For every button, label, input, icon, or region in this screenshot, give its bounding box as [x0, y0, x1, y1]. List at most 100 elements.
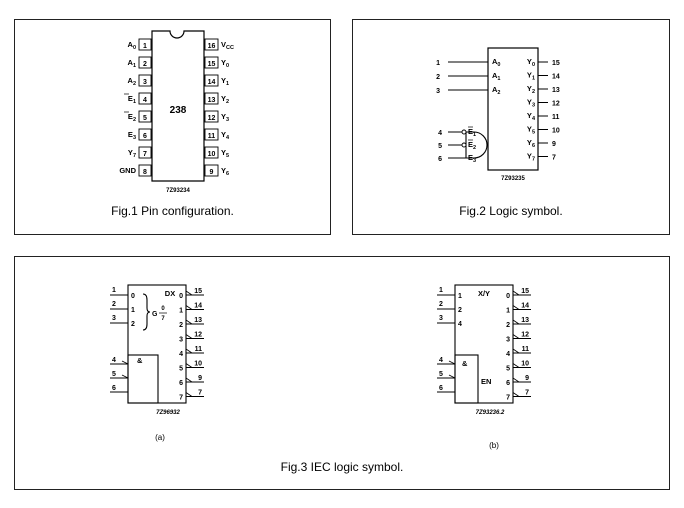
- pin-label: GND: [119, 166, 136, 175]
- inner-label: 2: [131, 321, 135, 328]
- pin-number: 2: [439, 301, 443, 308]
- enable-label: E3: [468, 153, 476, 164]
- pin-label: Y7: [128, 148, 136, 159]
- negation-triangle: [185, 290, 193, 296]
- pin-label: Y6: [221, 166, 229, 177]
- pin-number: 12: [552, 101, 560, 108]
- inner-label: 0: [506, 293, 510, 300]
- pin-number: 14: [521, 303, 529, 310]
- pin-label: Y3: [221, 112, 229, 123]
- pin-label: A0: [128, 40, 136, 51]
- pin-number: 1: [143, 43, 147, 50]
- pin-label: E3: [128, 130, 136, 141]
- pin-number: 12: [194, 332, 202, 339]
- fig3a-body: [127, 284, 187, 404]
- inner-label: 6: [179, 380, 183, 387]
- invert-bubble: [461, 142, 467, 148]
- pin-box: [138, 56, 152, 69]
- output-label: Y4: [527, 111, 536, 122]
- pin-label: Y1: [221, 76, 229, 87]
- pin-label: A2: [128, 76, 136, 87]
- pin-number: 10: [521, 361, 529, 368]
- pin-box: [138, 74, 152, 87]
- fig3b-and-label: &: [462, 359, 468, 368]
- output-label: Y3: [527, 98, 535, 109]
- fig3a-sublabel: (a): [155, 433, 165, 442]
- fig3a-code: 7Z96932: [156, 410, 180, 416]
- fig3b-sublabel: (b): [489, 441, 499, 450]
- pin-number: 5: [143, 115, 147, 122]
- inner-label: 3: [179, 337, 183, 344]
- pin-box: [204, 74, 219, 87]
- pin-box: [138, 146, 152, 159]
- fig3a-symbol: [127, 284, 187, 404]
- pin-box: [138, 38, 152, 51]
- fig2-and-gate: [465, 131, 488, 159]
- inner-label: 3: [506, 337, 510, 344]
- pin-label: Y4: [221, 130, 230, 141]
- pin-number: 13: [194, 317, 202, 324]
- pin-number: 6: [112, 385, 116, 392]
- pin-number: 5: [438, 143, 442, 150]
- inner-label: 2: [179, 322, 183, 329]
- fig1-panel: Fig.1 Pin configuration.: [14, 19, 331, 235]
- pin-number: 6: [143, 133, 147, 140]
- pin-number: 4: [439, 357, 443, 364]
- fig2-code: 7Z93235: [501, 176, 525, 182]
- fig3b-title: X/Y: [478, 289, 490, 298]
- pin-box: [204, 146, 219, 159]
- negation-triangle: [512, 392, 520, 397]
- inner-label: 2: [458, 307, 462, 314]
- ic-body-outline: [151, 30, 205, 182]
- pin-label: E1: [128, 94, 136, 105]
- inner-label: 1: [179, 308, 183, 315]
- pin-number: 3: [143, 79, 147, 86]
- pin-number: 4: [438, 130, 442, 137]
- pin-number: 7: [143, 151, 147, 158]
- pin-box: [204, 164, 219, 177]
- negation-triangle: [512, 305, 520, 310]
- fig3a-and-label: &: [137, 356, 143, 365]
- fig3a-and-block: [127, 354, 159, 404]
- pin-number: 11: [195, 346, 203, 353]
- fig2-decoder-body: [487, 47, 539, 171]
- pin-number: 11: [522, 346, 530, 353]
- pin-box: [138, 128, 152, 141]
- pin-number: 15: [521, 288, 529, 295]
- inner-label: 4: [179, 351, 183, 358]
- pin-number: 7: [525, 390, 529, 397]
- negation-triangle: [512, 290, 520, 296]
- pin-number: 11: [552, 114, 560, 121]
- inner-label: 2: [506, 322, 510, 329]
- negation-triangle: [121, 374, 129, 379]
- pin-number: 15: [552, 60, 560, 67]
- inner-label: 4: [506, 351, 510, 358]
- pin-number: 12: [521, 332, 529, 339]
- fig3b-and-block: [454, 354, 479, 404]
- fig3b-body: [454, 284, 514, 404]
- pin-label: Y5: [221, 148, 229, 159]
- pin-number: 7: [552, 155, 556, 162]
- pin-label: E2: [128, 112, 136, 123]
- pin-box: [204, 38, 219, 51]
- pin-number: 10: [208, 151, 216, 158]
- fig1-dip-package: [151, 30, 205, 182]
- fig3b-code: 7Z93236.2: [476, 410, 505, 416]
- fig3a-g-label: G: [152, 311, 158, 318]
- inner-label: 1: [131, 307, 135, 314]
- output-label: Y1: [527, 71, 535, 82]
- pin-number: 13: [552, 87, 560, 94]
- pin-number: 15: [194, 288, 202, 295]
- fig1-caption: Fig.1 Pin configuration.: [111, 204, 234, 218]
- pin-number: 9: [525, 375, 529, 382]
- output-label: Y6: [527, 138, 535, 149]
- enable-label: E1: [468, 127, 476, 138]
- negation-triangle: [512, 334, 520, 339]
- inner-label: 4: [458, 321, 462, 328]
- pin-box: [138, 110, 152, 123]
- negation-triangle: [185, 319, 193, 325]
